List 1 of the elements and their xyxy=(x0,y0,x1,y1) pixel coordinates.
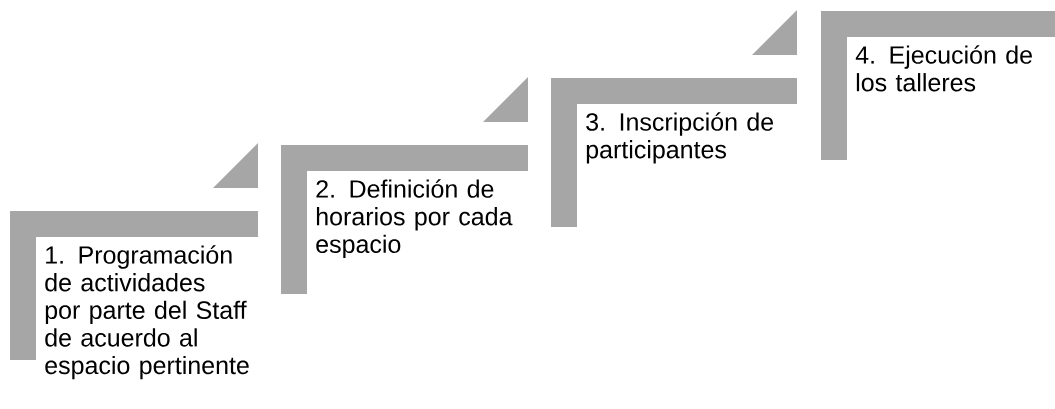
node-label: espacio pertinente xyxy=(45,355,249,380)
